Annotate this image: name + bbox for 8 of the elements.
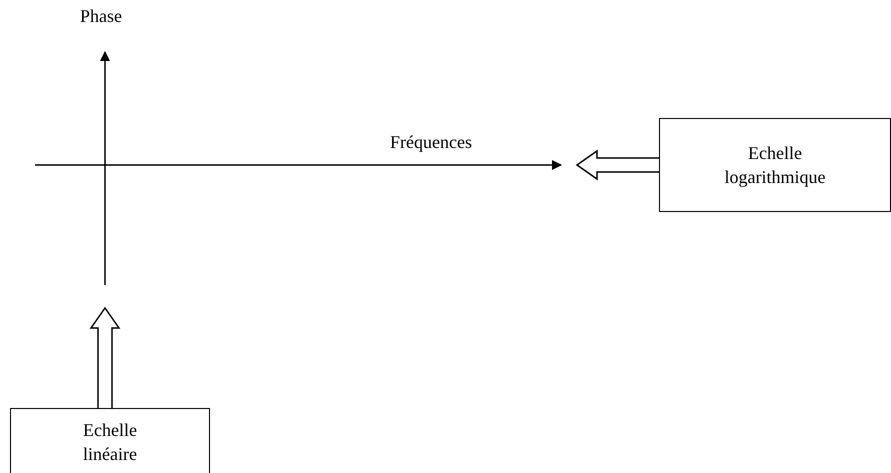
block-arrow <box>90 306 120 409</box>
scale-box <box>659 118 891 212</box>
axis-label: Fréquences <box>390 132 472 153</box>
axis-label: Phase <box>80 6 122 27</box>
block-arrow <box>576 150 660 180</box>
scale-box <box>10 408 210 473</box>
box-text: Echelle logarithmique <box>724 142 826 189</box>
box-text: Echelle linéaire <box>82 418 138 466</box>
